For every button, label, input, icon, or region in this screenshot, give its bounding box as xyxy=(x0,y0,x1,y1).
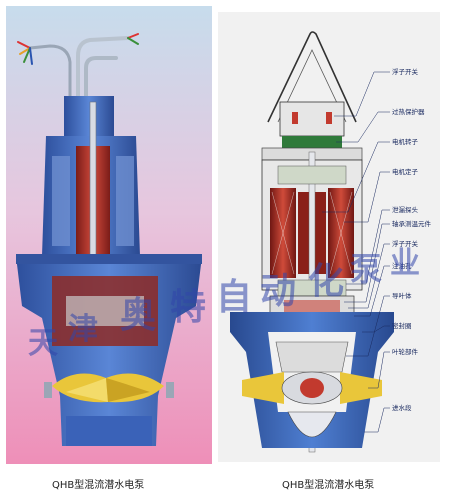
label-leak-probe: 泄漏探头 xyxy=(392,205,419,214)
label-seal-ring: 密封圈 xyxy=(392,321,412,330)
label-float-switch-top: 浮子开关 xyxy=(392,67,419,76)
inlet-cone xyxy=(287,411,337,438)
cable-seal-ring xyxy=(282,136,342,148)
label-bearing-temp-sensor: 轴承测温元件 xyxy=(392,219,432,228)
impeller xyxy=(52,373,164,403)
label-inlet-section: 进水段 xyxy=(392,403,412,412)
label-thermal-protector: 过热保护器 xyxy=(392,107,425,116)
cable-gland-housing xyxy=(64,96,114,136)
left-pump-drawing xyxy=(6,6,212,464)
side-fitting-right xyxy=(166,382,174,398)
terminal-box xyxy=(279,101,345,137)
right-pump-diagram: 浮子开关 过热保护器 电机转子 电机定子 泄漏探头 轴承测温元件 浮子开关 注油… xyxy=(218,12,440,462)
label-impeller-assembly: 叶轮部件 xyxy=(392,347,419,356)
impeller-assembly xyxy=(242,371,382,405)
label-oil-filling-hole: 注油孔 xyxy=(392,261,412,270)
power-cables xyxy=(17,33,139,100)
motor-stator-left xyxy=(52,156,70,246)
motor-stator-right xyxy=(116,156,134,246)
label-motor-stator: 电机定子 xyxy=(392,167,419,176)
right-caption: QHB型混流潜水电泵 xyxy=(282,480,375,491)
mounting-flange xyxy=(16,254,202,264)
right-pump-drawing: 浮子开关 过热保护器 电机转子 电机定子 泄漏探头 轴承测温元件 浮子开关 注油… xyxy=(218,12,440,462)
upper-bearing xyxy=(277,165,347,185)
guide-vane-body xyxy=(275,341,349,373)
label-guide-vane-body: 导叶体 xyxy=(392,291,412,300)
label-motor-rotor: 电机转子 xyxy=(392,137,419,146)
callout-lines xyxy=(322,71,390,433)
left-caption: QHB型混流潜水电泵 xyxy=(52,480,145,491)
lower-bearing xyxy=(277,279,347,297)
mechanical-seal xyxy=(66,296,144,326)
lifting-bail xyxy=(267,31,357,123)
left-pump-illustration xyxy=(6,6,212,464)
inlet-section xyxy=(66,416,152,446)
label-float-switch-lower: 浮子开关 xyxy=(392,239,419,248)
side-fitting-left xyxy=(44,382,52,398)
